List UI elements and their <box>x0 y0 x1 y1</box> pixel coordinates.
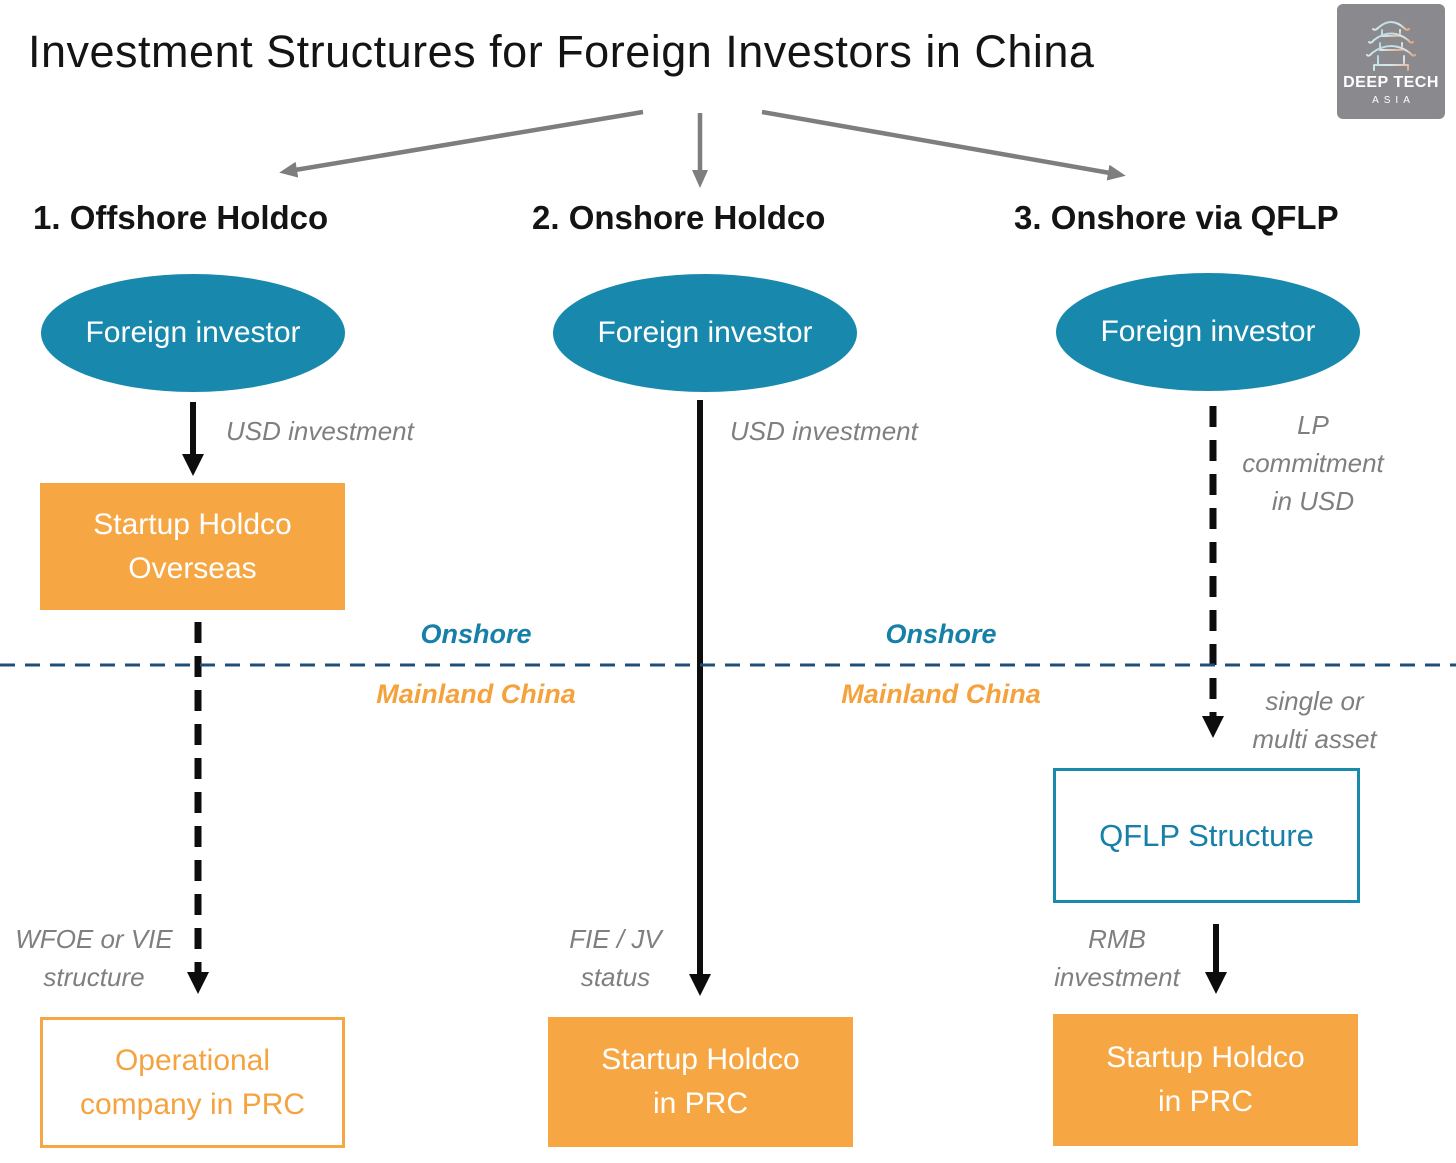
column2-startup-holdco-line2: in PRC <box>652 1087 749 1120</box>
column3-startup-holdco-line2: in PRC <box>1157 1085 1254 1118</box>
column3-startup-holdco-prc-box: Startup Holdco in PRC <box>1053 1014 1358 1146</box>
logo-text-deep-tech: DEEP TECH <box>1343 74 1439 91</box>
fan-arrow-left <box>279 109 644 178</box>
column3-heading: 3. Onshore via QFLP <box>1014 199 1339 236</box>
rmb-line1: RMB <box>1088 924 1146 954</box>
pagoda-icon <box>1366 10 1416 72</box>
column2-foreign-investor-label: Foreign investor <box>597 316 813 349</box>
column2-foreign-investor-node: Foreign investor <box>553 274 857 392</box>
column1-usd-investment-label: USD investment <box>226 416 414 446</box>
single-multi-line1: single or <box>1265 686 1364 716</box>
operational-company-line2: company in PRC <box>79 1087 306 1121</box>
fan-arrow-right <box>761 109 1126 181</box>
column1-heading: 1. Offshore Holdco <box>33 199 329 236</box>
column1-foreign-investor-node: Foreign investor <box>41 274 345 392</box>
divider-onshore-label-left: Onshore <box>420 619 532 649</box>
fie-jv-line1: FIE / JV <box>569 924 662 954</box>
startup-holdco-overseas-line1: Startup Holdco <box>93 507 292 541</box>
column1-foreign-investor-label: Foreign investor <box>85 316 301 349</box>
divider-onshore-label-right: Onshore <box>885 619 997 649</box>
column2-usd-investment-label: USD investment <box>730 416 918 446</box>
startup-holdco-overseas-line2: Overseas <box>128 551 257 585</box>
column2-fie-jv-label: FIE / JV status <box>538 920 693 996</box>
column3-single-multi-asset-label: single or multi asset <box>1227 682 1402 758</box>
qflp-structure-label: QFLP Structure <box>1099 817 1314 853</box>
divider-mainland-china-label-right: Mainland China <box>841 679 1041 709</box>
column1-startup-holdco-overseas-box: Startup Holdco Overseas <box>40 483 345 610</box>
lp-commitment-line1: LP <box>1297 410 1329 440</box>
wfoe-vie-line1: WFOE or VIE <box>15 924 173 954</box>
deep-tech-asia-logo: DEEP TECH ASIA <box>1337 4 1445 119</box>
column2-startup-holdco-line1: Startup Holdco <box>601 1043 800 1076</box>
page-title: Investment Structures for Foreign Invest… <box>28 26 1095 77</box>
lp-commitment-line2: commitment <box>1242 448 1384 478</box>
column1-wfoe-vie-label: WFOE or VIE structure <box>6 920 182 996</box>
column3-qflp-structure-box: QFLP Structure <box>1053 768 1360 903</box>
fie-jv-line2: status <box>580 962 651 992</box>
logo-text-asia: ASIA <box>1372 95 1415 106</box>
column2-heading: 2. Onshore Holdco <box>532 199 826 236</box>
column3-foreign-investor-label: Foreign investor <box>1100 315 1316 348</box>
divider-mainland-china-label-left: Mainland China <box>376 679 576 709</box>
column3-foreign-investor-node: Foreign investor <box>1056 273 1360 391</box>
column1-operational-company-box: Operational company in PRC <box>40 1017 345 1148</box>
column3-rmb-investment-label: RMB investment <box>1038 920 1196 996</box>
wfoe-vie-line2: structure <box>43 962 145 992</box>
column3-lp-commitment-label: LP commitment in USD <box>1227 406 1399 520</box>
column3-startup-holdco-line1: Startup Holdco <box>1106 1041 1305 1074</box>
operational-company-line1: Operational <box>114 1043 271 1077</box>
column2-startup-holdco-prc-box: Startup Holdco in PRC <box>548 1017 853 1147</box>
single-multi-line2: multi asset <box>1252 724 1377 754</box>
rmb-line2: investment <box>1054 962 1180 992</box>
lp-commitment-line3: in USD <box>1271 486 1355 516</box>
